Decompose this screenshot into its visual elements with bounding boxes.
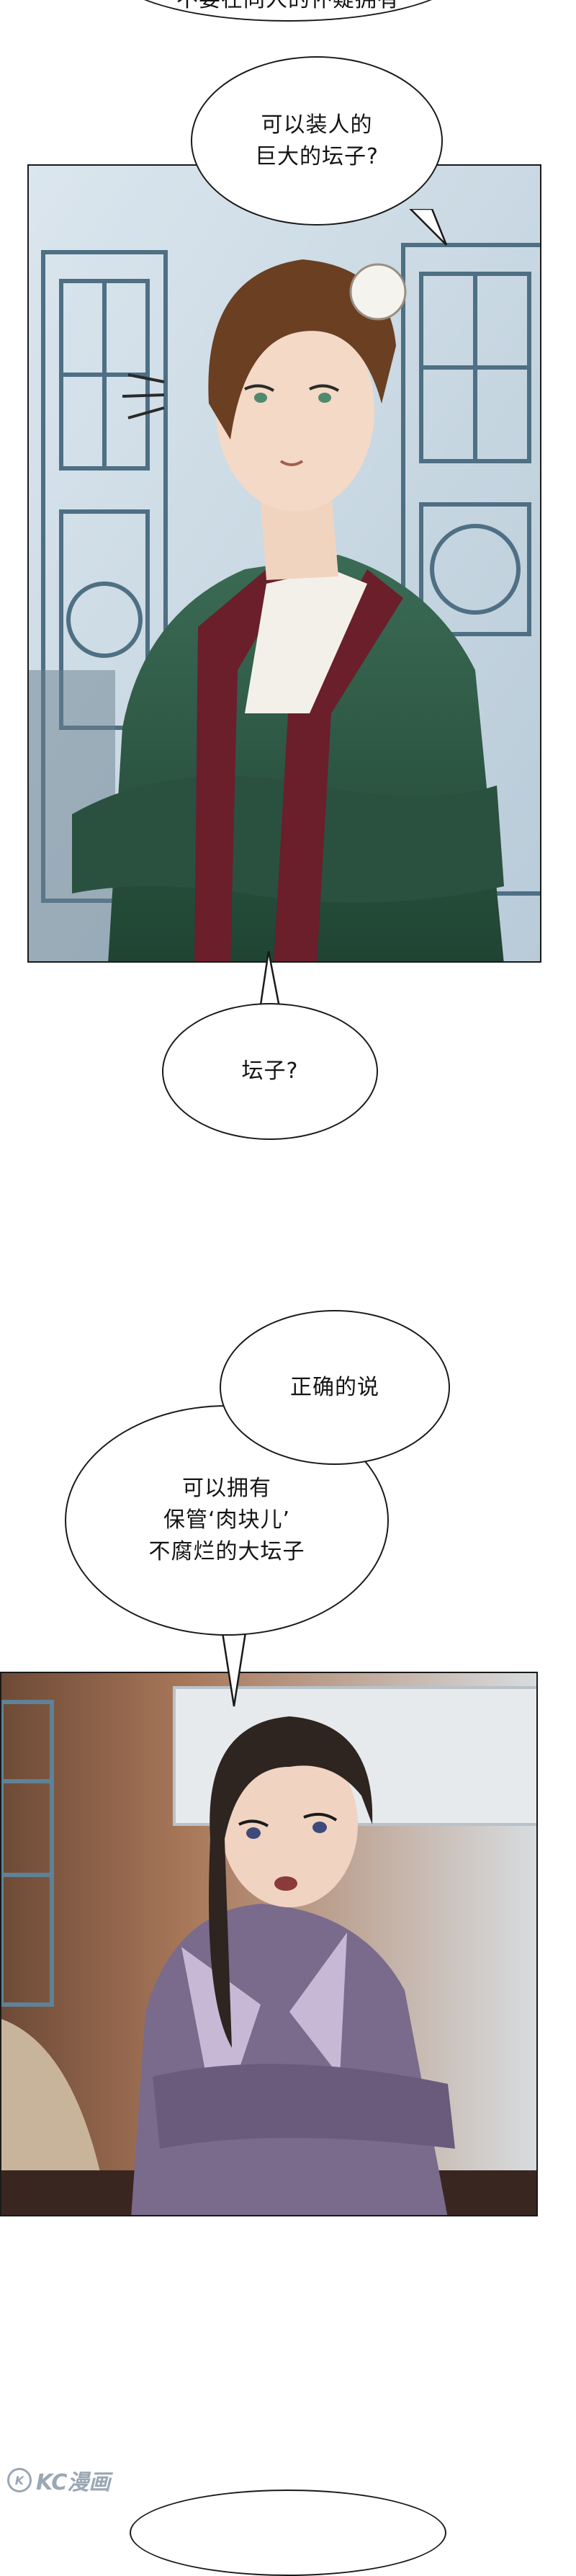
man-hair: [208, 259, 396, 440]
bubble-text-jar-question: 可以装人的 巨大的坛子?: [255, 112, 379, 169]
speech-bubble-jar-question: 可以装人的 巨大的坛子?: [191, 56, 443, 226]
watermark-logo-icon: K: [7, 2468, 32, 2492]
bubble-text-explanation: 可以拥有 保管‘肉块儿’ 不腐烂的大坛子: [148, 1476, 305, 1564]
panel-1-art: [29, 166, 540, 961]
clay-jar: [1, 2019, 109, 2215]
woman-face: [221, 1742, 358, 1907]
surprise-marks: [122, 373, 165, 419]
woman-hair: [209, 1716, 373, 2048]
lattice-window-left: [1, 1700, 54, 2007]
panel-man-green-robe: [27, 164, 541, 963]
speech-bubble-jar-echo: 坛子?: [162, 1003, 378, 1140]
panel-woman-purple-robe: [0, 1672, 538, 2216]
bubble-text-top-cut: 不要在同人的怀疑拥有: [176, 0, 400, 16]
red-collar-right: [274, 569, 403, 961]
panel-2-art: [1, 1673, 536, 2215]
purple-sleeves: [153, 2064, 455, 2149]
tail-jar-question: [409, 209, 448, 246]
open-mouth: [274, 1876, 297, 1891]
white-inner-robe: [245, 569, 367, 713]
watermark: K KC漫画: [7, 2464, 110, 2496]
speech-bubble-correction: 正确的说: [220, 1310, 450, 1465]
red-collar-left: [194, 569, 288, 961]
tail-explanation: [218, 1614, 250, 1707]
bubble-text-jar-echo: 坛子?: [241, 1059, 299, 1084]
speech-bubble-bottom-peek: [130, 2490, 446, 2576]
speech-bubble-top-cut: 不要在同人的怀疑拥有: [108, 0, 468, 22]
hair-bun: [349, 263, 407, 321]
watermark-text: KC漫画: [36, 2470, 111, 2495]
bubble-text-correction: 正确的说: [290, 1374, 379, 1400]
